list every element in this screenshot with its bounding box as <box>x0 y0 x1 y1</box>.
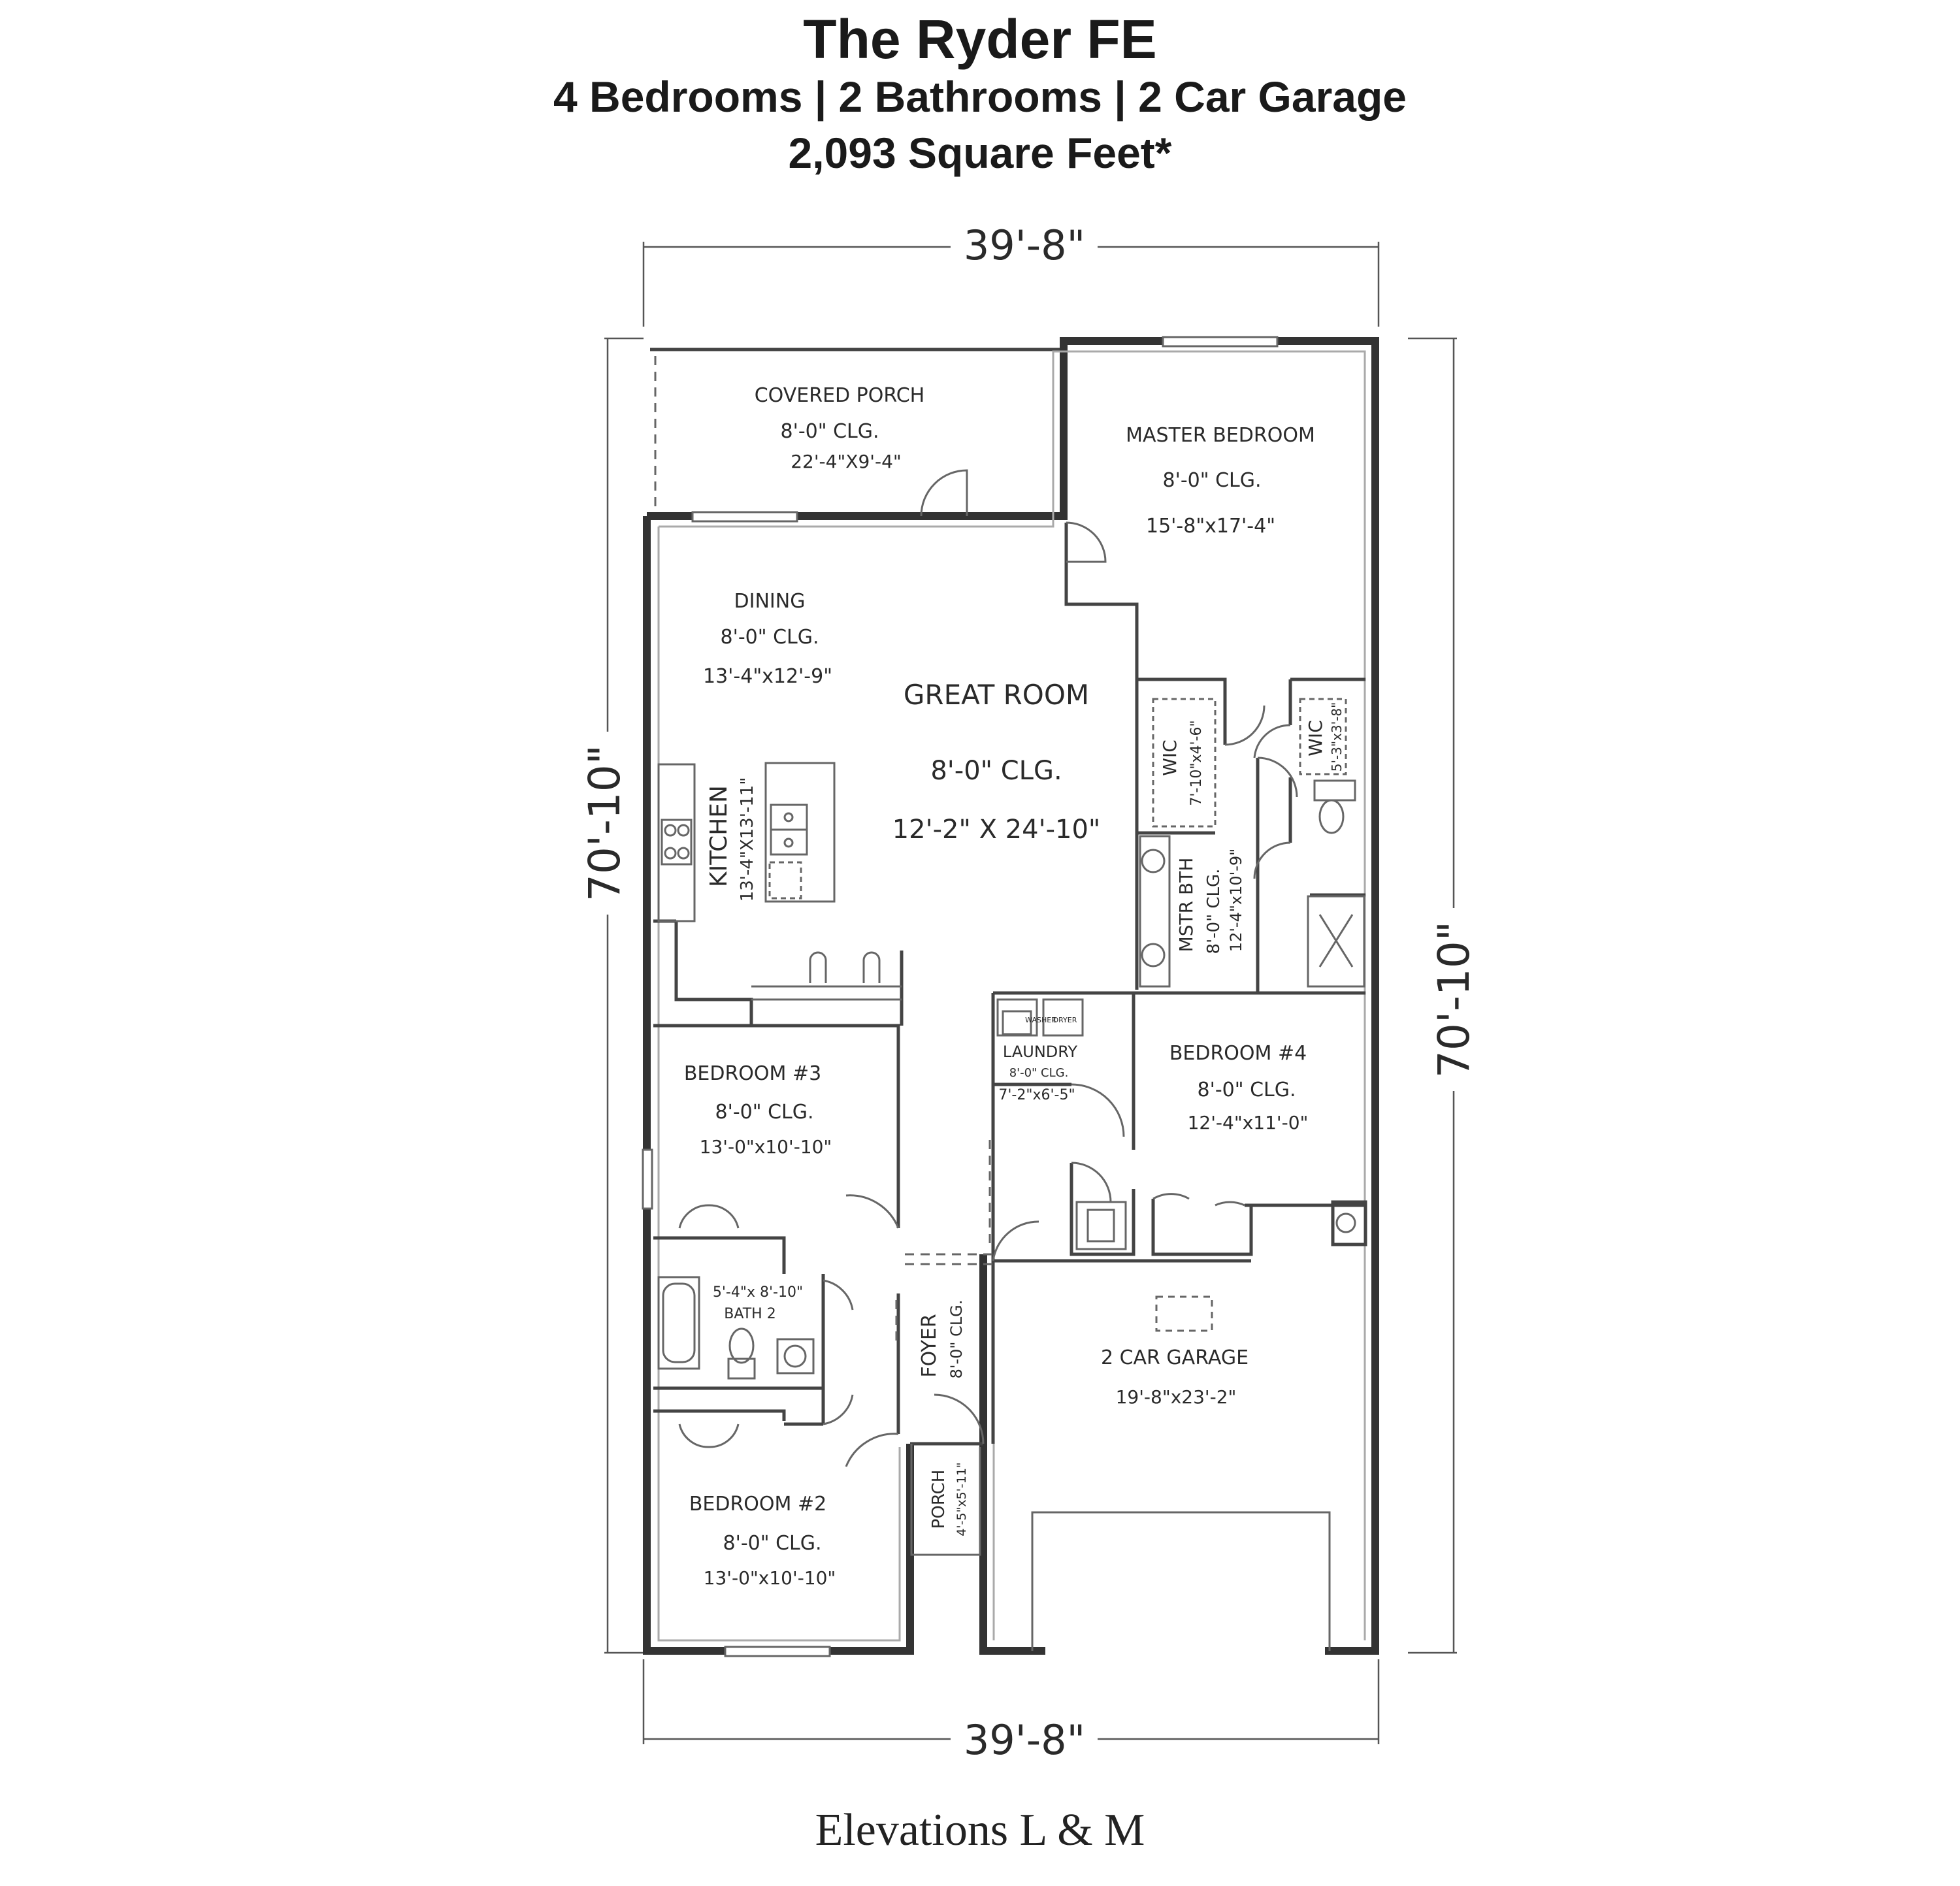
interior-walls <box>653 469 1367 1556</box>
wic-1-label: WIC <box>1159 740 1181 776</box>
laundry-dryer: DRYER <box>1053 1016 1077 1024</box>
master-bath-size: 12'-4"x10'-9" <box>1227 849 1245 952</box>
bath-2-label: BATH 2 <box>724 1306 776 1322</box>
plan-summary: 4 Bedrooms | 2 Bathrooms | 2 Car Garage <box>553 73 1407 121</box>
dimension-right-depth: 70'-10" <box>1429 921 1479 1078</box>
exterior-walls <box>642 336 1379 1657</box>
master-bedroom-label: MASTER BEDROOM <box>1126 424 1315 447</box>
bath-2-size: 5'-4"x 8'-10" <box>713 1284 803 1301</box>
dining-label: DINING <box>734 590 806 613</box>
bedroom-3-ceiling: 8'-0" CLG. <box>715 1101 813 1124</box>
great-room-ceiling: 8'-0" CLG. <box>930 756 1062 786</box>
covered-porch-label: COVERED PORCH <box>755 384 925 407</box>
foyer-label: FOYER <box>918 1314 941 1377</box>
room-labels: COVERED PORCH 8'-0" CLG. 22'-4"X9'-4" MA… <box>684 384 1345 1589</box>
dimension-bottom-width: 39'-8" <box>964 1716 1085 1764</box>
door-swings <box>678 521 1298 1467</box>
covered-porch-size: 22'-4"X9'-4" <box>791 451 902 472</box>
wic-2-size: 5'-3"x3'-8" <box>1329 702 1345 772</box>
dining-size: 13'-4"x12'-9" <box>703 665 832 688</box>
laundry-size: 7'-2"x6'-5" <box>998 1087 1075 1103</box>
kitchen-size: 13'-4"X13'-11" <box>738 777 757 902</box>
master-bedroom-size: 15'-8"x17'-4" <box>1146 515 1275 538</box>
covered-porch-ceiling: 8'-0" CLG. <box>780 420 879 443</box>
great-room-label: GREAT ROOM <box>904 679 1089 711</box>
master-bedroom-ceiling: 8'-0" CLG. <box>1162 469 1261 492</box>
wic-2-label: WIC <box>1305 720 1326 756</box>
wic-1-size: 7'-10"x4'-6" <box>1188 720 1205 805</box>
plan-title: The Ryder FE <box>803 8 1157 70</box>
bedroom-4-size: 12'-4"x11'-0" <box>1188 1112 1309 1133</box>
kitchen-label: KITCHEN <box>706 785 732 887</box>
bedroom-2-size: 13'-0"x10'-10" <box>704 1567 836 1589</box>
bedroom-2-label: BEDROOM #2 <box>689 1493 826 1516</box>
laundry-ceiling: 8'-0" CLG. <box>1009 1066 1069 1080</box>
plan-square-feet: 2,093 Square Feet* <box>788 129 1172 177</box>
bedroom-3-size: 13'-0"x10'-10" <box>700 1136 832 1158</box>
dimension-top-width: 39'-8" <box>964 221 1085 269</box>
porch-size: 4'-5"x5'-11" <box>955 1462 969 1536</box>
great-room-size: 12'-2" X 24'-10" <box>892 815 1101 845</box>
laundry-washer: WASHER <box>1025 1016 1056 1024</box>
garage-label: 2 CAR GARAGE <box>1101 1346 1249 1369</box>
dimension-left-depth: 70'-10" <box>580 745 630 902</box>
fixtures <box>657 698 1365 1380</box>
dimension-lines <box>604 242 1457 1744</box>
elevations-label: Elevations L & M <box>815 1805 1145 1855</box>
master-bath-ceiling: 8'-0" CLG. <box>1204 869 1224 954</box>
bedroom-4-ceiling: 8'-0" CLG. <box>1197 1079 1296 1101</box>
bedroom-4-label: BEDROOM #4 <box>1169 1042 1307 1065</box>
bedroom-2-ceiling: 8'-0" CLG. <box>723 1532 821 1555</box>
master-bath-label: MSTR BTH <box>1175 858 1197 952</box>
bedroom-3-label: BEDROOM #3 <box>684 1062 821 1085</box>
porch-label: PORCH <box>929 1470 949 1529</box>
laundry-label: LAUNDRY <box>1003 1043 1077 1061</box>
foyer-ceiling: 8'-0" CLG. <box>947 1300 966 1379</box>
dining-ceiling: 8'-0" CLG. <box>720 626 819 649</box>
garage-size: 19'-8"x23'-2" <box>1116 1386 1237 1408</box>
